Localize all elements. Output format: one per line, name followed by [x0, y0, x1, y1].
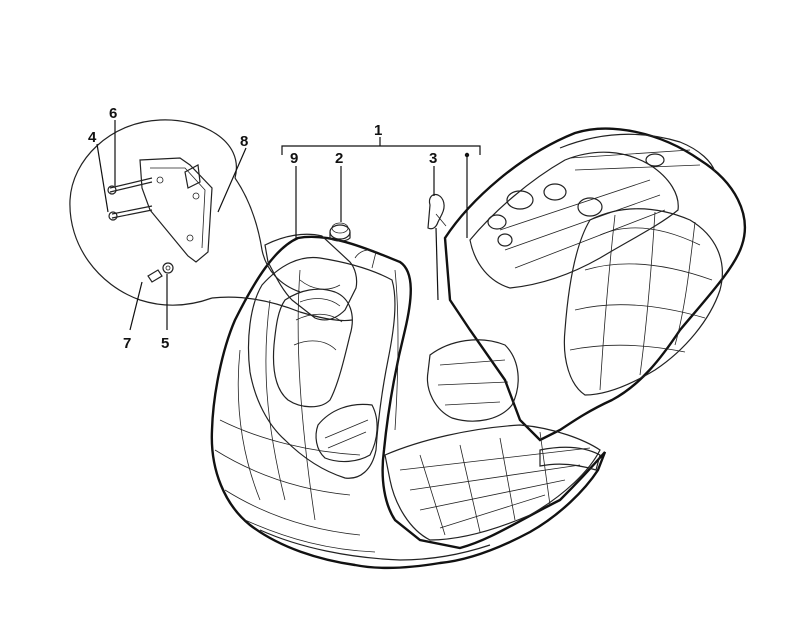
callout-6: 6 — [109, 105, 117, 122]
callout-9: 9 — [290, 150, 298, 167]
grommet-part — [329, 222, 351, 242]
callout-7: 7 — [123, 335, 131, 352]
callout-2: 2 — [335, 150, 343, 167]
inner-shield-panel — [264, 233, 377, 321]
hook-clip-part — [427, 193, 447, 230]
leader-lines — [96, 120, 481, 331]
detail-inset — [69, 119, 353, 322]
callout-4: 4 — [88, 129, 97, 146]
callout-1: 1 — [374, 122, 382, 139]
callout-5: 5 — [161, 335, 169, 352]
scooter-frame-body — [210, 127, 747, 570]
callout-8: 8 — [240, 133, 248, 150]
callout-3: 3 — [429, 150, 437, 167]
